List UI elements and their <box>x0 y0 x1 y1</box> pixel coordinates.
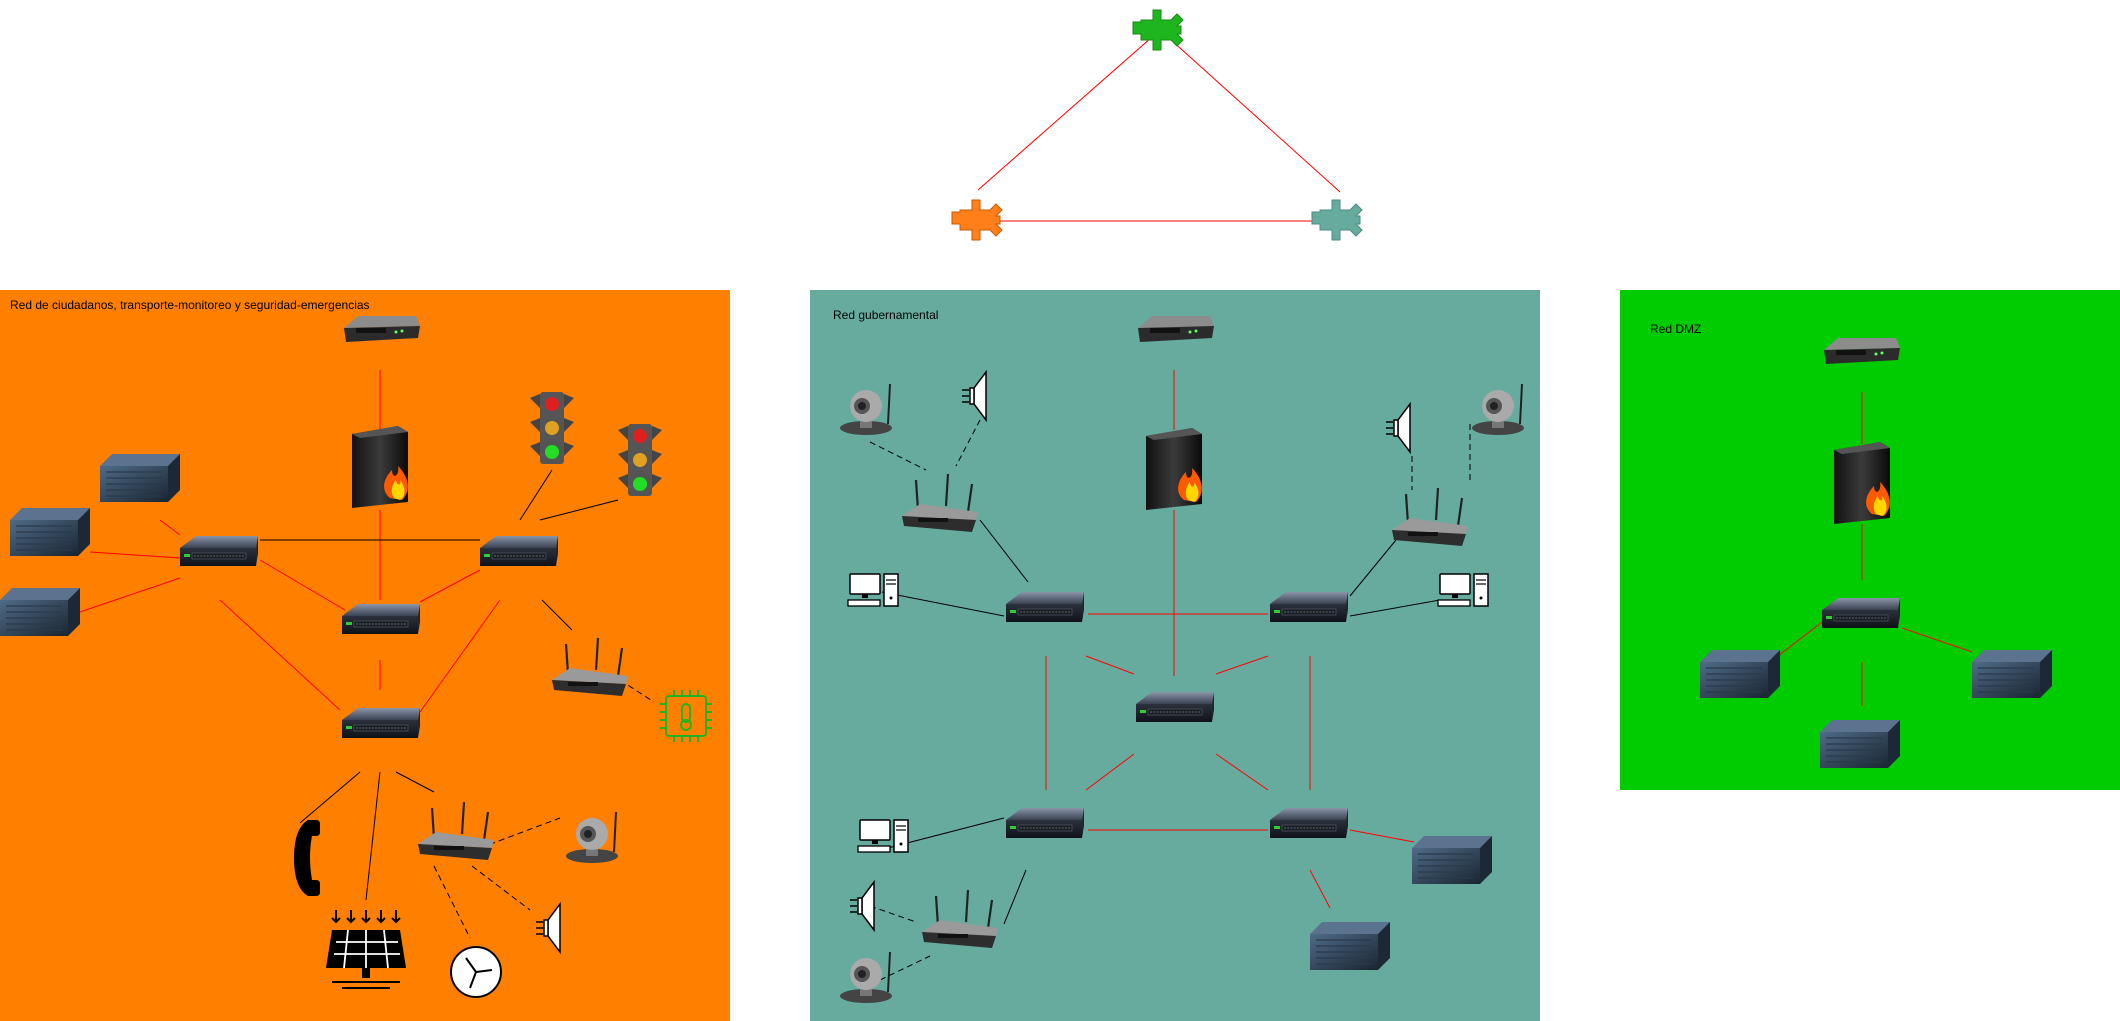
switch-icon <box>1269 807 1349 839</box>
zone-citizens-title: Red de ciudadanos, transporte-monitoreo … <box>10 298 370 312</box>
switch-icon <box>1005 807 1085 839</box>
government-pc-1[interactable] <box>847 573 899 607</box>
server-icon <box>99 453 181 503</box>
government-switch-bottom-left[interactable] <box>1005 807 1085 839</box>
zone-citizens: Red de ciudadanos, transporte-monitoreo … <box>0 290 730 1021</box>
telephone-icon <box>294 820 320 896</box>
dmz-router[interactable] <box>1824 338 1900 364</box>
switch-icon <box>479 535 559 567</box>
citizens-server-3[interactable] <box>0 587 81 637</box>
government-router[interactable] <box>1138 316 1214 342</box>
zone-dmz-background <box>1620 290 2120 790</box>
citizens-switch-right[interactable] <box>479 535 559 567</box>
citizens-router[interactable] <box>344 316 420 342</box>
switch-icon <box>341 603 421 635</box>
wind-turbine-icon <box>450 946 502 998</box>
dmz-switch[interactable] <box>1821 597 1901 629</box>
switch-icon <box>1269 591 1349 623</box>
citizens-switch-lower[interactable] <box>341 707 421 739</box>
citizens-wind-turbine[interactable] <box>450 946 502 998</box>
dmz-server-2[interactable] <box>1971 649 2053 699</box>
citizens-switch-center[interactable] <box>341 603 421 635</box>
zone-government-title: Red gubernamental <box>833 308 938 322</box>
firewall-icon <box>352 426 408 508</box>
zone-government-background <box>810 290 1540 1021</box>
server-icon <box>1411 835 1493 885</box>
switch-icon <box>1821 597 1901 629</box>
government-server-2[interactable] <box>1309 921 1391 971</box>
zone-government: Red gubernamental <box>810 290 1540 1021</box>
switch-icon <box>341 707 421 739</box>
backbone-node-citizens[interactable] <box>951 199 1003 241</box>
citizens-firewall[interactable] <box>352 426 408 508</box>
temperature-sensor-icon <box>660 690 712 742</box>
citizens-solar-panel[interactable] <box>326 910 406 989</box>
solar-panel-icon <box>326 910 406 989</box>
citizens-temperature-sensor[interactable] <box>660 690 712 742</box>
dmz-server-1[interactable] <box>1699 649 1781 699</box>
network-hub-icon <box>951 199 1003 241</box>
desktop-computer-icon <box>857 819 909 853</box>
router-icon <box>344 316 420 342</box>
server-icon <box>1819 719 1901 769</box>
server-icon <box>1699 649 1781 699</box>
citizens-switch-left[interactable] <box>179 535 259 567</box>
government-firewall[interactable] <box>1146 428 1202 510</box>
government-switch-top-right[interactable] <box>1269 591 1349 623</box>
dmz-firewall[interactable] <box>1834 442 1890 524</box>
backbone-node-dmz[interactable] <box>1132 9 1184 51</box>
government-switch-top-left[interactable] <box>1005 591 1085 623</box>
firewall-icon <box>1146 428 1202 510</box>
router-icon <box>1824 338 1900 364</box>
backbone-node-government[interactable] <box>1311 199 1363 241</box>
citizens-links <box>79 370 655 939</box>
network-hub-icon <box>1132 9 1184 51</box>
network-hub-icon <box>1311 199 1363 241</box>
desktop-computer-icon <box>1437 573 1489 607</box>
server-icon <box>9 507 91 557</box>
server-icon <box>1971 649 2053 699</box>
firewall-icon <box>1834 442 1890 524</box>
dmz-links <box>1777 392 1973 706</box>
server-icon <box>0 587 81 637</box>
government-server-1[interactable] <box>1411 835 1493 885</box>
switch-icon <box>1135 691 1215 723</box>
desktop-computer-icon <box>847 573 899 607</box>
government-pc-3[interactable] <box>857 819 909 853</box>
government-switch-center[interactable] <box>1135 691 1215 723</box>
switch-icon <box>1005 591 1085 623</box>
dmz-server-3[interactable] <box>1819 719 1901 769</box>
government-switch-bottom-right[interactable] <box>1269 807 1349 839</box>
switch-icon <box>179 535 259 567</box>
citizens-server-1[interactable] <box>99 453 181 503</box>
router-icon <box>1138 316 1214 342</box>
citizens-server-2[interactable] <box>9 507 91 557</box>
government-pc-2[interactable] <box>1437 573 1489 607</box>
zone-citizens-background <box>0 290 730 1021</box>
zone-dmz: Red DMZ <box>1620 290 2120 790</box>
server-icon <box>1309 921 1391 971</box>
backbone-links <box>977 29 1341 222</box>
citizens-telephone[interactable] <box>294 820 320 896</box>
zone-dmz-title: Red DMZ <box>1650 322 1701 336</box>
